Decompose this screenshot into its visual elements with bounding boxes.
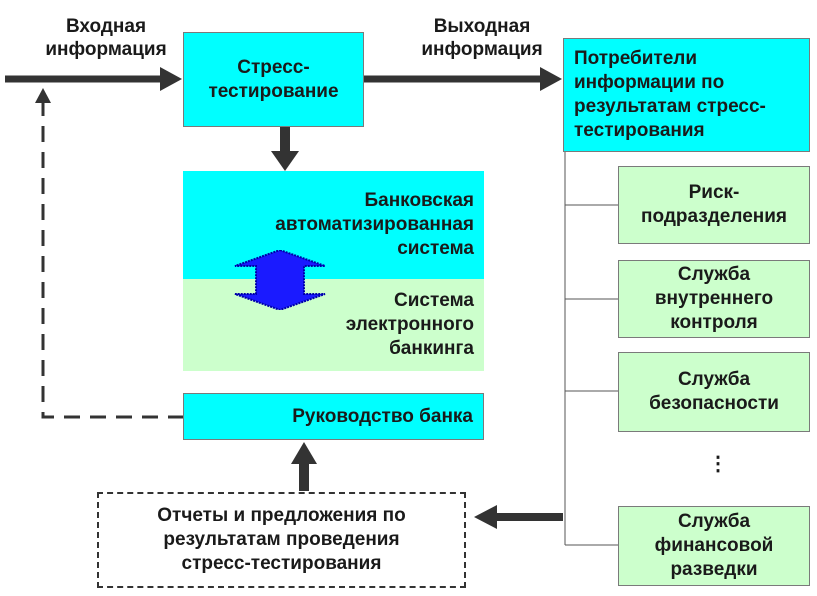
- ellipsis: ⋮: [708, 453, 728, 475]
- e-banking-box: Система электронного банкинга: [183, 279, 484, 371]
- consumers-to-reports-arrow: [474, 505, 563, 529]
- financial-intel-box: Служба финансовой разведки: [618, 506, 810, 586]
- output-arrow: [364, 67, 562, 91]
- input-info-label: Входная информация: [45, 16, 167, 60]
- bank-auto-system-box: Банковская автоматизированная система: [183, 171, 484, 279]
- risk-units-box: Риск- подразделения: [618, 166, 810, 244]
- bank-management-box: Руководство банка: [183, 393, 484, 440]
- consumer-tree-lines: [564, 152, 618, 546]
- feedback-dashed-arrow: [35, 88, 184, 419]
- double-arrow-icon: [234, 250, 326, 310]
- security-box: Служба безопасности: [618, 352, 810, 432]
- bank-system-panel: Банковская автоматизированная система Си…: [183, 171, 484, 371]
- internal-control-box: Служба внутреннего контроля: [618, 260, 810, 338]
- consumers-box: Потребители информации по результатам ст…: [563, 38, 810, 152]
- stress-testing-box: Стресс- тестирование: [183, 32, 364, 127]
- output-info-label: Выходная информация: [421, 16, 543, 60]
- reports-box: Отчеты и предложения по результатам пров…: [97, 492, 466, 588]
- input-arrow: [5, 67, 182, 91]
- down-arrow: [271, 127, 299, 171]
- up-arrow: [291, 442, 317, 491]
